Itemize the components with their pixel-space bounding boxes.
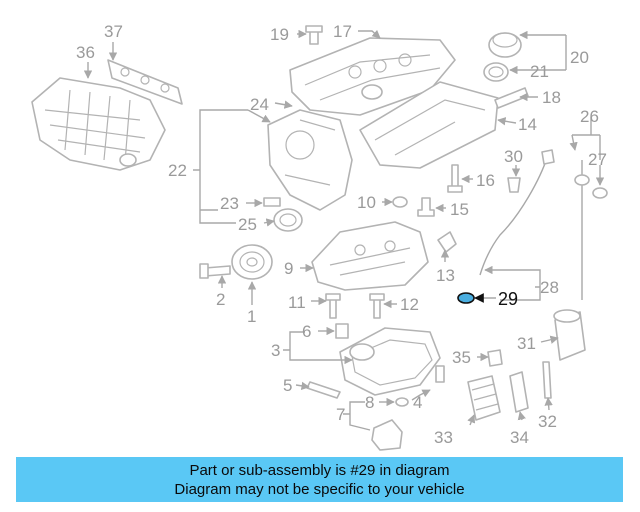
dipstick-tube-drawing (479, 149, 555, 276)
callout-29: 29 (498, 289, 518, 309)
callout-10: 10 (357, 193, 376, 212)
callout-25: 25 (238, 215, 257, 234)
oil-filter-drawing (553, 309, 586, 361)
callout-15: 15 (450, 200, 469, 219)
callout-4: 4 (413, 393, 422, 412)
timing-cover-drawing (267, 109, 353, 211)
callout-labels: 19 17 37 36 20 21 18 14 24 22 23 25 26 2… (76, 22, 607, 447)
callout-34: 34 (510, 428, 529, 447)
exploded-parts-diagram: 19 17 37 36 20 21 18 14 24 22 23 25 26 2… (31, 22, 608, 451)
callout-37: 37 (104, 22, 123, 41)
callout-13: 13 (436, 266, 455, 285)
callout-18: 18 (542, 88, 561, 107)
callout-24: 24 (250, 95, 269, 114)
pulley-bolt-drawing (199, 263, 231, 279)
callout-5: 5 (283, 376, 292, 395)
callout-3: 3 (271, 341, 280, 360)
callout-33: 33 (434, 428, 453, 447)
callout-16: 16 (476, 171, 495, 190)
callout-27: 27 (588, 150, 607, 169)
callout-9: 9 (284, 259, 293, 278)
callout-21: 21 (530, 62, 549, 81)
oil-pump-housing-drawing (311, 221, 429, 291)
upper-cover-drawing (359, 81, 499, 169)
small-fasteners-drawing (263, 25, 529, 319)
callout-26: 26 (580, 107, 599, 126)
callout-6: 6 (302, 322, 311, 341)
callout-23: 23 (220, 194, 239, 213)
callout-36: 36 (76, 43, 95, 62)
manifold-gasket-drawing (107, 59, 183, 105)
pan-hardware-drawing (306, 323, 445, 451)
callout-19: 19 (270, 25, 289, 44)
callout-1: 1 (247, 307, 256, 326)
oil-pan-drawing (339, 327, 441, 396)
callout-32: 32 (538, 412, 557, 431)
callout-28: 28 (540, 278, 559, 297)
banner-line-disclaimer: Diagram may not be specific to your vehi… (174, 481, 465, 498)
callout-11: 11 (288, 293, 306, 312)
callout-20: 20 (570, 48, 589, 67)
dipstick-drawing (574, 160, 608, 300)
callout-14: 14 (518, 115, 537, 134)
intake-manifold-drawing (31, 77, 166, 171)
callout-2: 2 (216, 290, 225, 309)
oil-filler-cap-drawing (483, 32, 522, 82)
callout-35: 35 (452, 348, 471, 367)
valve-cover-drawing (289, 37, 456, 116)
seal-29-drawing (457, 292, 475, 304)
crank-pulley-drawing (231, 244, 273, 280)
callout-22: 22 (168, 161, 187, 180)
cooler-and-brackets-drawing (467, 349, 552, 421)
callout-17: 17 (333, 22, 352, 41)
callout-12: 12 (400, 295, 419, 314)
leader-lines (83, 29, 605, 431)
diagram-notice-banner: Part or sub-assembly is #29 in diagram D… (16, 457, 623, 502)
callout-30: 30 (504, 147, 523, 166)
callout-7: 7 (336, 405, 345, 424)
callout-31: 31 (517, 334, 536, 353)
banner-line-part-number: Part or sub-assembly is #29 in diagram (189, 462, 450, 479)
crank-seal-drawing (273, 208, 303, 232)
callout-8: 8 (365, 393, 374, 412)
